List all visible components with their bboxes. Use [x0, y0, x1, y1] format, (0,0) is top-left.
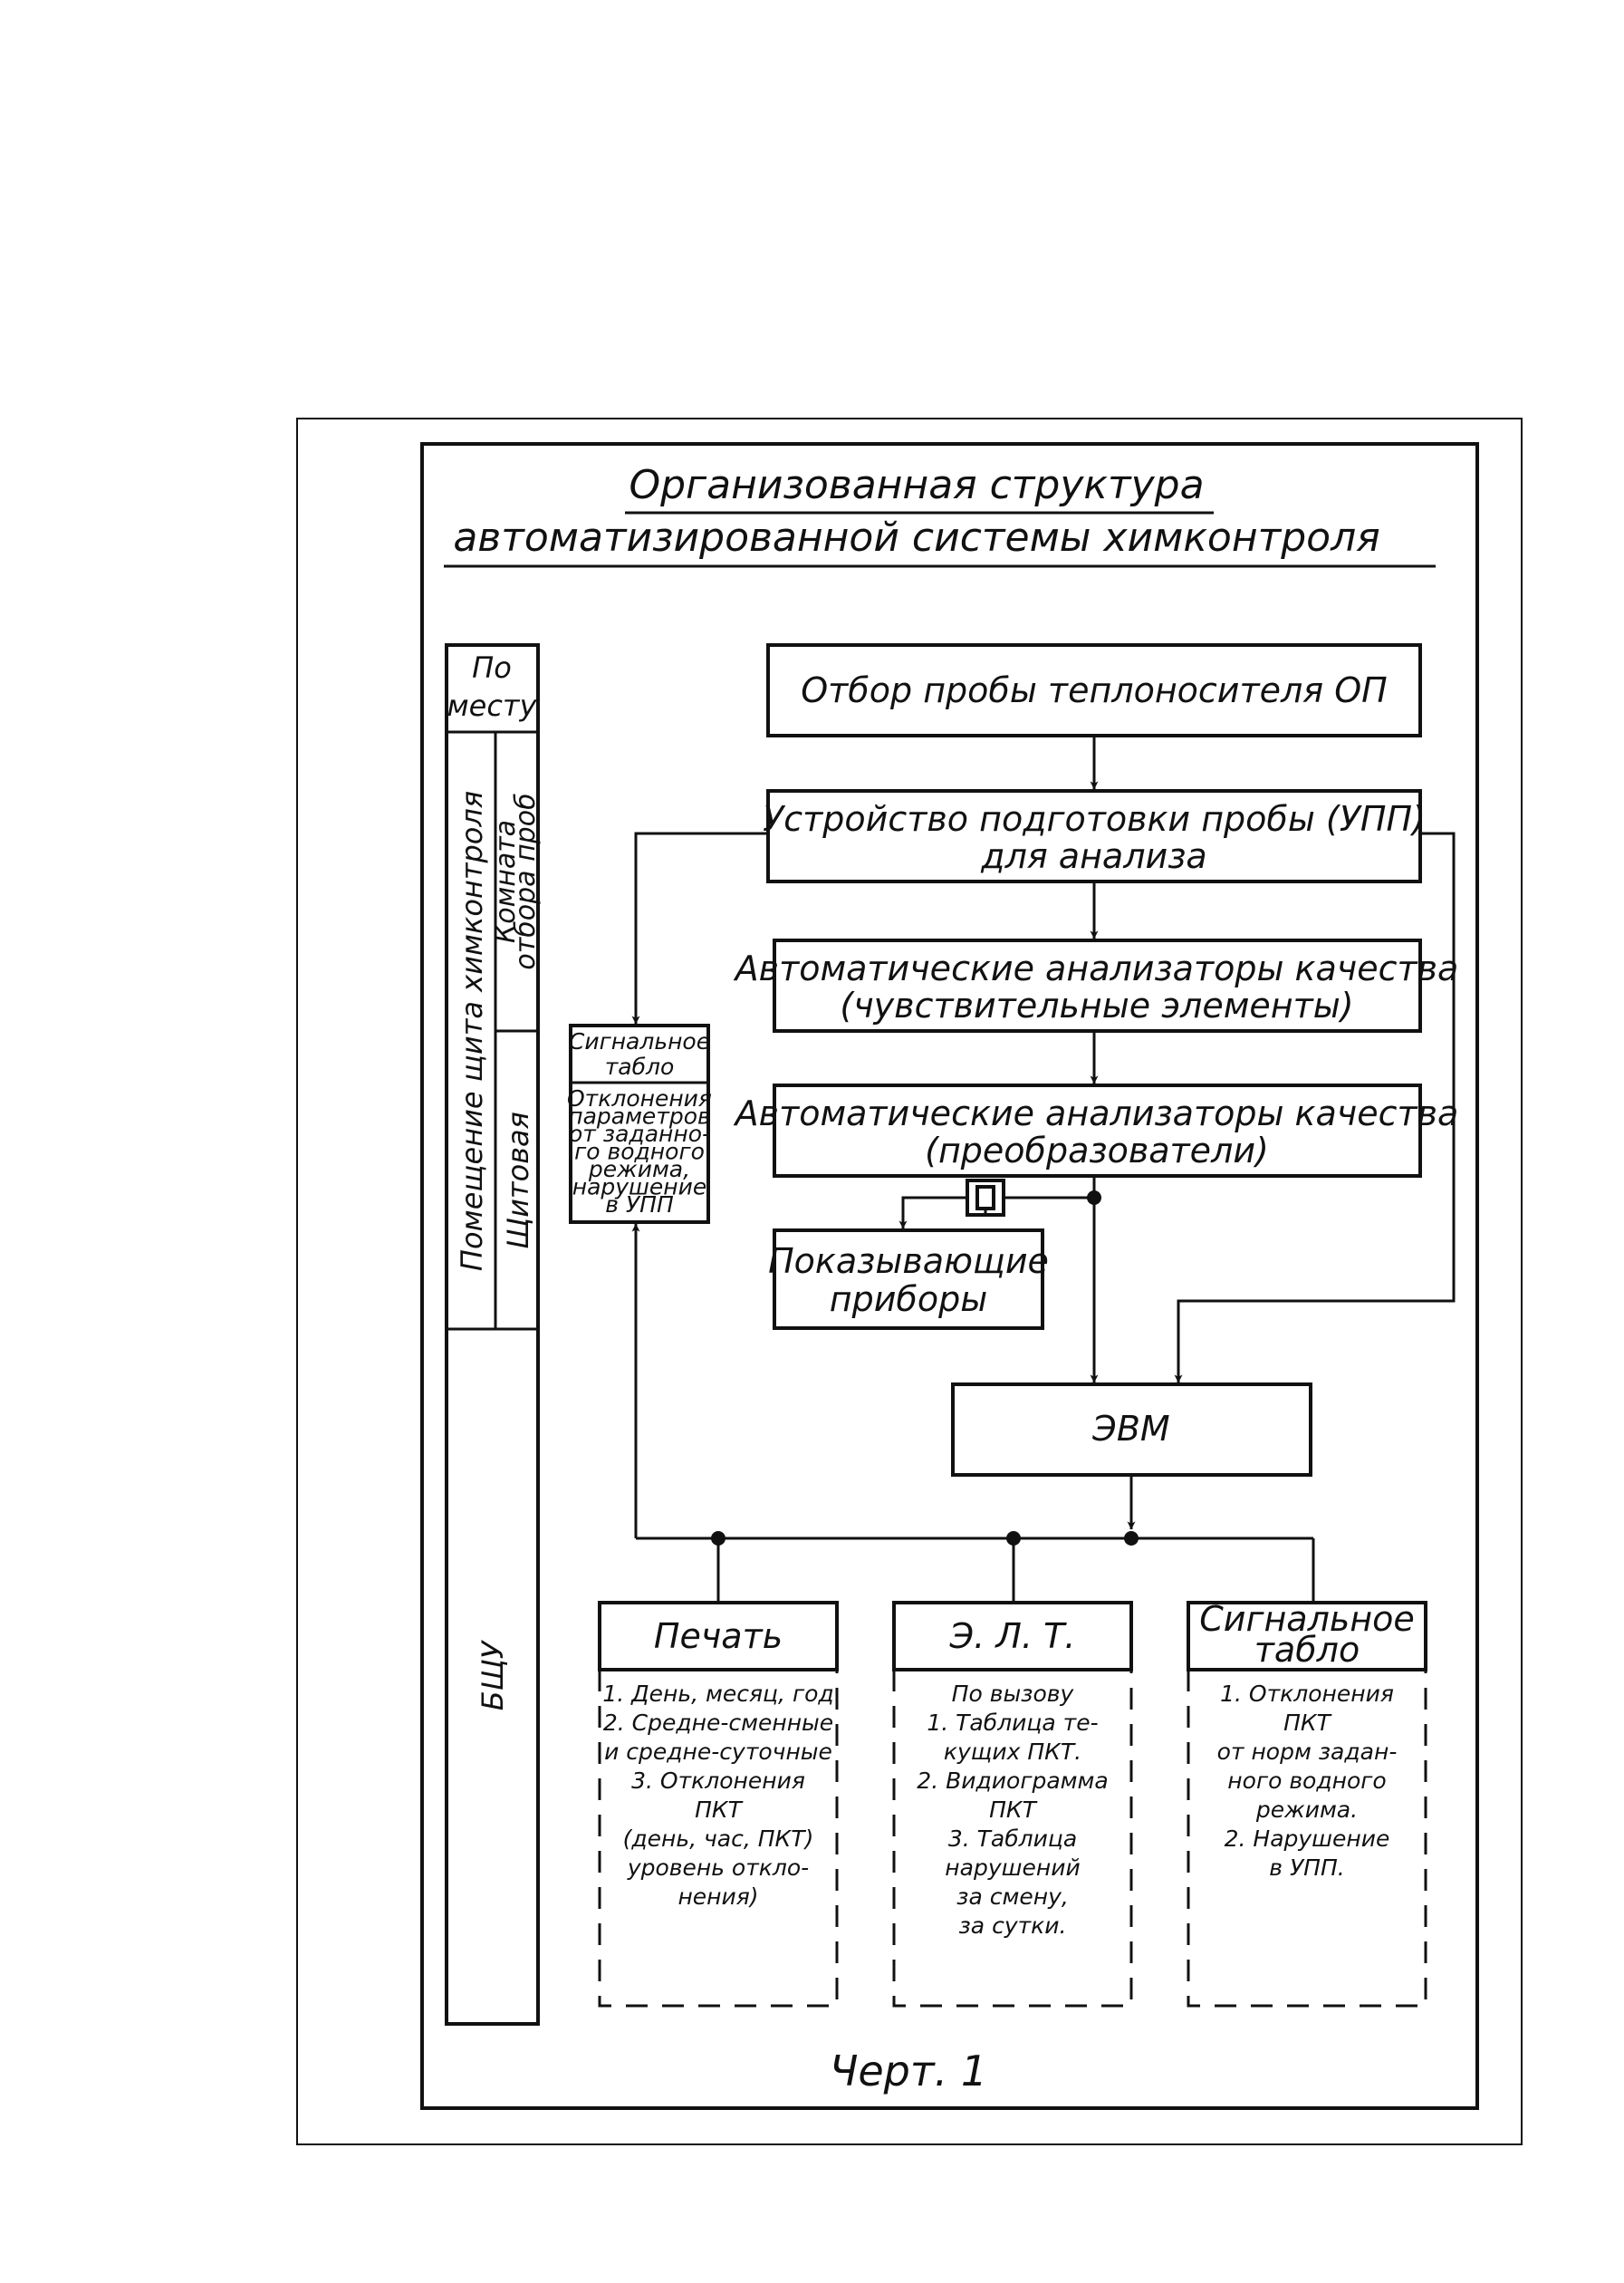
output-text-line: 3. Таблица: [948, 1825, 1077, 1852]
output-text-line: и средне-суточные: [604, 1739, 832, 1765]
output-devices: Печать 1. День, месяц, год 2. Средне-сменн…: [598, 1599, 1427, 2008]
signal-board-left-line: от заданно-: [569, 1121, 710, 1147]
signal-board-left-line: нарушение: [572, 1174, 707, 1200]
output-text-line: за смену,: [956, 1883, 1069, 1910]
arrow-upp-to-signal-board: [631, 832, 768, 1025]
side-location-panel: По месту Помещение щита химконтроля Комн…: [445, 643, 542, 2026]
converters-label-1: Автоматические анализаторы качества: [733, 1093, 1459, 1133]
side-label-pomeschenie: Помещение щита химконтроля: [455, 791, 489, 1271]
signal-board-left-box: [569, 1024, 710, 1224]
output-text-line: 1. Отклонения: [1220, 1681, 1394, 1707]
title-line-1: Организованная структура: [629, 462, 1204, 508]
side-label-komnata-2: отбора проб: [510, 793, 542, 969]
indicators-label-2: приборы: [830, 1279, 987, 1319]
arrow-to-indicators: [898, 1196, 967, 1229]
computer-label: ЭВМ: [1091, 1409, 1169, 1449]
output-text-line: ПКТ: [695, 1797, 744, 1823]
converters-label-2: (преобразователи): [925, 1131, 1269, 1170]
output-text-line: уровень откло-: [627, 1854, 809, 1881]
output-title-box: [892, 1601, 1133, 1671]
output-dashed-frame: [892, 1670, 1133, 2008]
side-label-bschu: БЩУ: [476, 1639, 510, 1710]
signal-board-left-line: режима,: [588, 1156, 690, 1182]
output-text-line: в УПП.: [1269, 1854, 1344, 1881]
signal-board-left-title-2: табло: [605, 1054, 675, 1080]
signal-board-left-line: параметров: [568, 1103, 711, 1130]
output-title-box: [598, 1601, 839, 1671]
output-text-line: 1. Таблица те-: [927, 1710, 1098, 1736]
side-label-schitovaya: Щитовая: [501, 1112, 535, 1249]
drawing-frame: [420, 442, 1479, 2110]
output-text-line: 2. Видиограмма: [917, 1768, 1108, 1794]
indicators-label-1: Показывающие: [768, 1241, 1049, 1281]
signal-board-left-title-1: Сигнальное: [569, 1028, 710, 1055]
output-text-line: (день, час, ПКТ): [623, 1825, 814, 1852]
output-column: Э. Л. Т. По вызову 1. Таблица те-кущих ПКТ…: [892, 1601, 1133, 2008]
indicators-box: [773, 1228, 1044, 1330]
output-text-line: ПКТ: [1283, 1710, 1332, 1736]
output-title-line-2: табло: [1254, 1630, 1360, 1670]
output-text-line: 3. Отклонения: [631, 1768, 805, 1794]
output-text-line: По вызову: [952, 1681, 1075, 1707]
output-text-line: 2. Нарушение: [1225, 1825, 1390, 1852]
output-dashed-frame: [1187, 1670, 1427, 2008]
side-label-komnata-1: Комната: [490, 820, 522, 943]
signal-board-left-line: в УПП: [605, 1191, 674, 1218]
output-column: Печать 1. День, месяц, год 2. Средне-сменн…: [598, 1601, 839, 2008]
output-text-line: за сутки.: [959, 1912, 1067, 1939]
upp-label-1: Устройство подготовки пробы (УПП): [763, 799, 1426, 839]
arrow-upp-to-computer: [1174, 832, 1456, 1383]
sampling-box: [766, 643, 1422, 737]
output-text-line: нарушений: [945, 1854, 1080, 1881]
output-title-line-1: Сигнальное: [1199, 1599, 1414, 1639]
signal-board-left-line: го водного: [574, 1139, 705, 1165]
side-panel-border: [445, 643, 540, 2026]
figure-caption: Черт. 1: [830, 2047, 987, 2095]
side-label-mestu: месту: [447, 689, 538, 723]
signal-board-left-line: Отклонения: [567, 1085, 712, 1112]
side-label-po: По: [472, 650, 512, 685]
title-line-2: автоматизированной системы химконтроля: [453, 515, 1379, 561]
output-text-line: 1. День, месяц, год: [602, 1681, 833, 1707]
sensor-gauge-icon: [966, 1179, 1005, 1217]
sensors-label-2: (чувствительные элементы): [840, 986, 1353, 1026]
output-text-line: ного водного: [1227, 1768, 1386, 1794]
output-title: Э. Л. Т.: [949, 1616, 1076, 1656]
output-dashed-frame: [598, 1670, 839, 2008]
output-title: Печать: [654, 1616, 783, 1656]
output-text-line: нения): [677, 1883, 758, 1910]
outer-sheet-border: [296, 418, 1523, 2145]
sensors-box: [773, 939, 1422, 1033]
sampling-label: Отбор пробы теплоносителя ОП: [801, 670, 1387, 710]
output-text-line: 2. Средне-сменные: [603, 1710, 833, 1736]
converters-box: [773, 1084, 1422, 1178]
connector-lines: [631, 736, 1456, 1601]
output-text-line: от норм задан-: [1217, 1739, 1398, 1765]
upp-label-2: для анализа: [980, 836, 1206, 876]
output-text-line: кущих ПКТ.: [944, 1739, 1081, 1765]
output-text-line: ПКТ: [989, 1797, 1038, 1823]
sensors-label-1: Автоматические анализаторы качества: [733, 949, 1459, 988]
output-text-line: режима.: [1255, 1797, 1358, 1823]
